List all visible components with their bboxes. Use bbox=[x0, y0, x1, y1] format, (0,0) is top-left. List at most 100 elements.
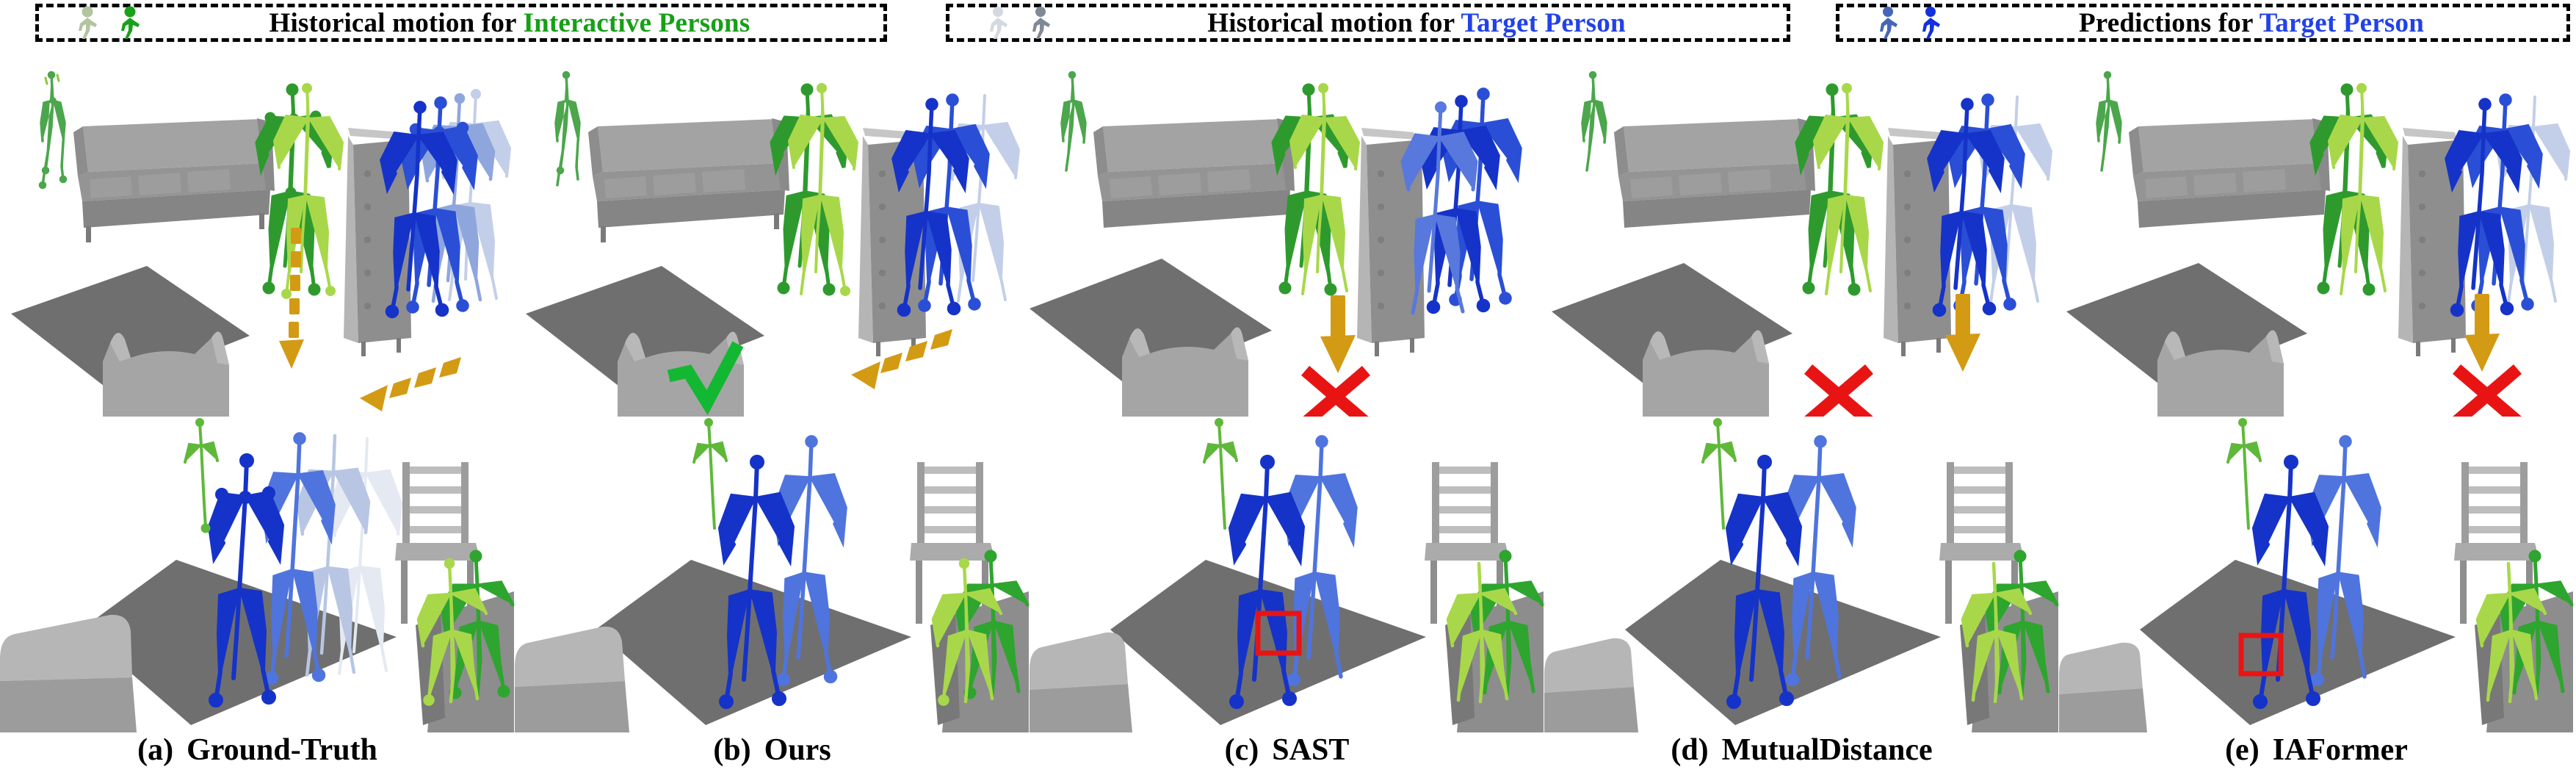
gold-dotted-down-arrow-annotation bbox=[279, 228, 304, 369]
legend-bar: Historical motion for Interactive Person… bbox=[0, 0, 2576, 46]
top-scene-mutualdistance bbox=[1544, 46, 2059, 426]
armchair-object bbox=[1643, 330, 1769, 417]
walking-person-icon-faded-green bbox=[79, 6, 97, 39]
walking-person-icon-light-gray bbox=[990, 7, 1007, 39]
carpet-object bbox=[1552, 263, 1792, 391]
caption-label-b: Ours bbox=[764, 733, 831, 767]
skeleton-group-interactive-persons bbox=[1203, 418, 1544, 704]
legend-highlight-2: Target Person bbox=[1461, 7, 1626, 38]
sofa-object bbox=[73, 118, 275, 242]
skeleton-group-target-person bbox=[1927, 93, 2053, 317]
armchair-left-object bbox=[0, 614, 137, 732]
skeleton-group-interactive-persons bbox=[184, 418, 515, 706]
carpet-object bbox=[81, 560, 397, 725]
legend-highlight-3: Target Person bbox=[2259, 7, 2424, 38]
armchair-left-object bbox=[515, 626, 629, 732]
gold-dashed-left-arrow-annotation bbox=[851, 329, 952, 389]
top-scene-iaformer bbox=[2059, 46, 2574, 426]
carpet-object bbox=[596, 560, 911, 725]
caption-label-e: IAFormer bbox=[2272, 733, 2408, 767]
legend-item-interactive-persons: Historical motion for Interactive Person… bbox=[35, 4, 887, 42]
skeleton-group-target-person bbox=[380, 89, 512, 319]
scene-render-top-a bbox=[11, 71, 512, 417]
bottom-scene-mutualdistance bbox=[1544, 417, 2059, 732]
armchair-left-object bbox=[2059, 642, 2147, 732]
armchair-object bbox=[1122, 327, 1248, 417]
armchair-object bbox=[103, 331, 229, 417]
scene-render-bottom-d bbox=[1544, 418, 2059, 732]
walking-person-icon-blue bbox=[1922, 7, 1940, 39]
carpet-object bbox=[2066, 263, 2307, 391]
sofa-object bbox=[1614, 118, 1815, 228]
skeleton-group-target-person bbox=[1725, 435, 1856, 709]
legend-prefix-3: Predictions for bbox=[2079, 7, 2260, 38]
legend-item-target-person-history: Historical motion for Target Person bbox=[946, 4, 1790, 42]
walking-person-icon-gray bbox=[1032, 7, 1050, 39]
red-cross-mark-annotation bbox=[1804, 364, 1873, 426]
panel-grid bbox=[0, 46, 2576, 732]
caption-tag-a: (a) bbox=[137, 733, 174, 767]
caption-label-c: SAST bbox=[1272, 733, 1350, 767]
legend-prefix-2: Historical motion for bbox=[1207, 7, 1461, 38]
panel-ours bbox=[515, 46, 1030, 732]
caption-label-d: MutualDistance bbox=[1721, 733, 1933, 767]
caption-sast: (c) SAST bbox=[1030, 732, 1544, 768]
gold-down-arrow-annotation bbox=[1320, 295, 1356, 373]
caption-ours: (b)Ours bbox=[515, 732, 1030, 768]
bottom-scene-ground-truth bbox=[0, 417, 515, 732]
caption-mutualdistance: (d)MutualDistance bbox=[1544, 732, 2059, 768]
red-highlight-box-annotation bbox=[1255, 610, 1302, 656]
skeleton-group-interactive-persons bbox=[1581, 71, 1884, 296]
gold-down-arrow-annotation bbox=[2464, 294, 2500, 372]
armchair-object bbox=[2157, 330, 2284, 417]
legend-highlight-1: Interactive Persons bbox=[523, 7, 750, 38]
scene-render-bottom-c bbox=[1030, 418, 1544, 732]
carpet-object bbox=[1110, 560, 1426, 725]
carpet-object bbox=[526, 266, 764, 391]
chair-object bbox=[1939, 462, 2025, 624]
chair-object bbox=[910, 462, 995, 624]
scene-render-top-d bbox=[1552, 71, 2053, 426]
red-cross-mark-annotation bbox=[1301, 366, 1370, 428]
legend-label-interactive-persons: Historical motion for Interactive Person… bbox=[165, 7, 883, 39]
skeleton-group-target-person bbox=[717, 435, 847, 709]
legend-label-target-person-predictions: Predictions for Target Person bbox=[1966, 7, 2566, 39]
panel-mutualdistance bbox=[1544, 46, 2059, 732]
walking-person-icon-steel-blue bbox=[1880, 7, 1897, 39]
legend-item-target-person-predictions: Predictions for Target Person bbox=[1836, 4, 2570, 42]
skeleton-group-interactive-persons bbox=[38, 71, 344, 299]
caption-iaformer: (e) IAFormer bbox=[2059, 732, 2574, 768]
sofa-object bbox=[588, 118, 789, 242]
scene-render-bottom-a bbox=[0, 418, 515, 732]
carpet-object bbox=[1030, 259, 1272, 389]
armchair-left-object bbox=[1030, 632, 1132, 732]
scene-render-bottom-e bbox=[2059, 418, 2574, 732]
skeleton-group-interactive-persons bbox=[692, 418, 1030, 706]
caption-label-a: Ground-Truth bbox=[187, 733, 377, 767]
red-highlight-box-annotation bbox=[2238, 633, 2284, 677]
gold-down-arrow-annotation bbox=[1945, 294, 1980, 372]
gold-dashed-left-arrow-annotation bbox=[360, 357, 461, 411]
skeleton-group-interactive-persons bbox=[1701, 418, 2059, 704]
legend-label-target-person-history: Historical motion for Target Person bbox=[1076, 7, 1787, 39]
legend-icons-group bbox=[1872, 6, 1947, 40]
red-cross-mark-annotation bbox=[2453, 364, 2522, 426]
caption-tag-e: (e) bbox=[2225, 733, 2260, 767]
walking-person-icon-green bbox=[121, 6, 140, 39]
skeleton-group-interactive-persons bbox=[2096, 71, 2399, 296]
top-scene-ours bbox=[515, 46, 1030, 417]
armchair-left-object bbox=[1544, 638, 1638, 732]
bottom-scene-sast bbox=[1030, 417, 1544, 732]
skeleton-group-target-person bbox=[2445, 93, 2571, 317]
scene-render-bottom-b bbox=[515, 418, 1030, 732]
skeleton-group-interactive-persons bbox=[2226, 418, 2574, 704]
caption-tag-c: (c) bbox=[1224, 733, 1259, 767]
cabinet-object bbox=[1357, 128, 1425, 356]
skeleton-group-target-person bbox=[1400, 87, 1522, 315]
skeleton-group-interactive-persons bbox=[554, 71, 859, 296]
scene-render-top-e bbox=[2066, 71, 2571, 426]
sofa-object bbox=[1093, 118, 1295, 228]
cabinet-object bbox=[1884, 128, 1951, 356]
cabinet-object bbox=[2398, 128, 2466, 356]
panel-iaformer bbox=[2059, 46, 2574, 732]
